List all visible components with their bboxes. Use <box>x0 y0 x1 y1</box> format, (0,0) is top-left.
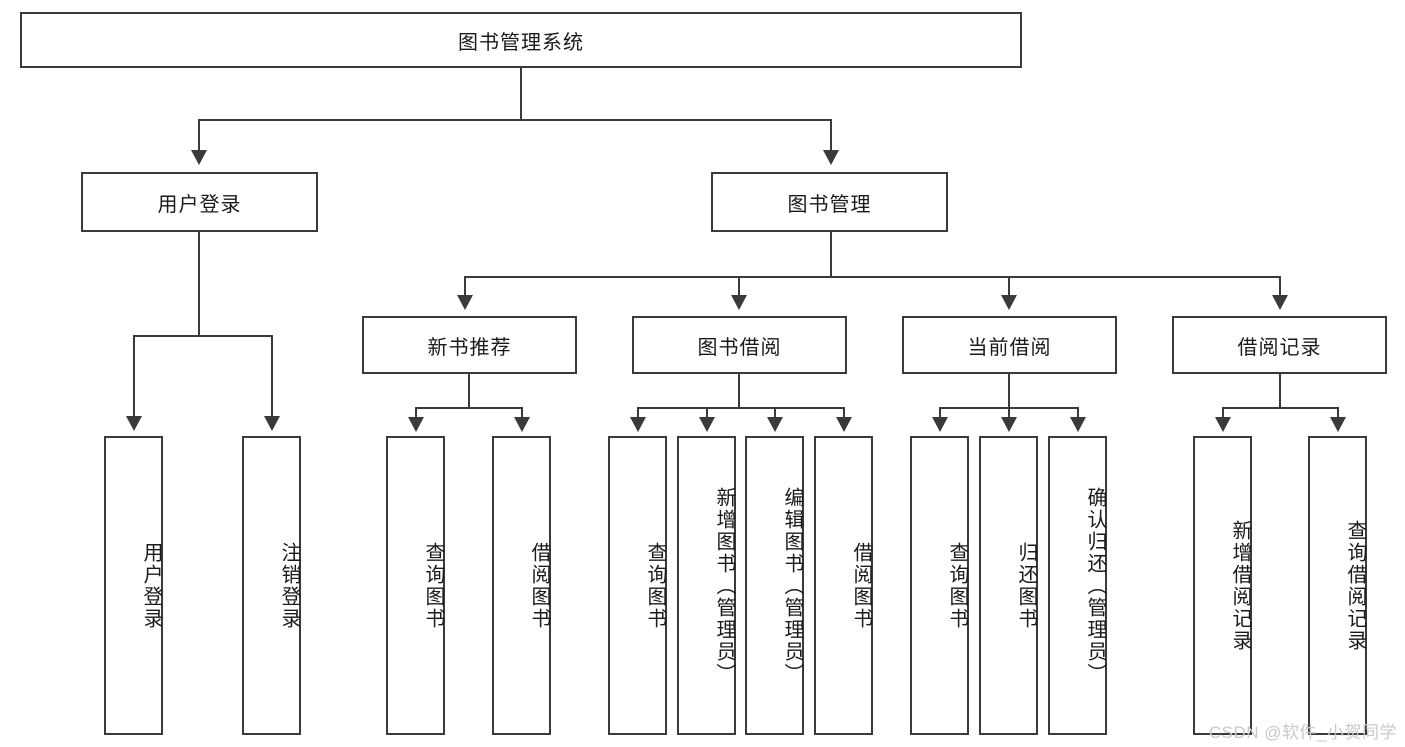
arrowhead-to-record <box>1272 295 1288 310</box>
connector-current-c1 <box>939 407 941 419</box>
arrowhead-to-login <box>191 150 207 165</box>
node-label: 查询图书 <box>644 541 666 630</box>
arrowhead-record-c2 <box>1330 417 1346 432</box>
arrowhead-to-bookmgmt <box>823 150 839 165</box>
node-leaf-user-login: 用户登录 <box>104 436 163 735</box>
connector-login-stem <box>198 232 200 336</box>
csdn-watermark: CSDN @软件_小贺同学 <box>1208 723 1397 742</box>
arrowhead-record-c1 <box>1215 417 1231 432</box>
node-book-management: 图书管理 <box>711 172 948 232</box>
node-label: 新书推荐 <box>427 336 512 359</box>
node-label: 图书借阅 <box>697 336 782 359</box>
connector-current-c3 <box>1077 407 1079 419</box>
connector-record-c2 <box>1337 407 1339 419</box>
connector-level3-bus <box>464 276 1281 278</box>
node-leaf-query-book-current: 查询图书 <box>910 436 969 735</box>
node-label: 查询借阅记录 <box>1344 519 1366 652</box>
connector-newbook-c2 <box>521 407 523 419</box>
arrowhead-current-c1 <box>932 417 948 432</box>
connector-borrow-c4 <box>843 407 845 419</box>
connector-to-record <box>1279 276 1281 297</box>
arrowhead-borrow-c1 <box>630 417 646 432</box>
node-borrow-record: 借阅记录 <box>1172 316 1387 374</box>
node-leaf-edit-book-admin: 编辑图书（管理员） <box>745 436 804 735</box>
connector-to-newbook <box>464 276 466 297</box>
connector-current-c2 <box>1008 407 1010 419</box>
node-leaf-return-book: 归还图书 <box>979 436 1038 735</box>
node-root-system: 图书管理系统 <box>20 12 1022 68</box>
node-leaf-confirm-return-admin: 确认归还（管理员） <box>1048 436 1107 735</box>
node-book-borrow: 图书借阅 <box>632 316 847 374</box>
node-label: 查询图书 <box>422 541 444 630</box>
node-leaf-query-borrow-record: 查询借阅记录 <box>1308 436 1367 735</box>
node-new-book-recommend: 新书推荐 <box>362 316 577 374</box>
node-label: 归还图书 <box>1015 541 1037 630</box>
node-label: 借阅记录 <box>1237 336 1322 359</box>
connector-borrow-c2 <box>706 407 708 419</box>
connector-to-bookmgmt <box>830 119 832 152</box>
node-leaf-logout: 注销登录 <box>242 436 301 735</box>
connector-newbook-stem <box>468 374 470 408</box>
connector-record-stem <box>1279 374 1281 408</box>
connector-level2-bus <box>198 119 832 121</box>
connector-borrow-bus <box>637 407 845 409</box>
connector-login-bus <box>133 335 273 337</box>
node-leaf-query-book-borrow: 查询图书 <box>608 436 667 735</box>
node-user-login: 用户登录 <box>81 172 318 232</box>
node-label: 查询图书 <box>946 541 968 630</box>
arrowhead-to-borrow <box>731 295 747 310</box>
arrowhead-current-c3 <box>1070 417 1086 432</box>
connector-current-stem <box>1008 374 1010 408</box>
node-label: 当前借阅 <box>967 336 1052 359</box>
connector-record-c1 <box>1222 407 1224 419</box>
connector-borrow-c1 <box>637 407 639 419</box>
arrowhead-to-newbook <box>457 295 473 310</box>
node-label: 用户登录 <box>157 193 242 216</box>
node-leaf-borrow-book-newbook: 借阅图书 <box>492 436 551 735</box>
arrowhead-current-c2 <box>1001 417 1017 432</box>
node-leaf-add-book-admin: 新增图书（管理员） <box>677 436 736 735</box>
connector-login-child1 <box>133 335 135 418</box>
connector-borrow-stem <box>738 374 740 408</box>
connector-login-child2 <box>271 335 273 418</box>
arrowhead-login-child1 <box>126 416 142 431</box>
connector-record-bus <box>1222 407 1339 409</box>
connector-newbook-bus <box>415 407 523 409</box>
connector-borrow-c3 <box>774 407 776 419</box>
connector-to-current <box>1008 276 1010 297</box>
node-label: 注销登录 <box>278 541 300 630</box>
connector-newbook-c1 <box>415 407 417 419</box>
node-leaf-add-borrow-record: 新增借阅记录 <box>1193 436 1252 735</box>
node-label: 新增图书（管理员） <box>713 486 735 685</box>
arrowhead-borrow-c4 <box>836 417 852 432</box>
arrowhead-borrow-c2 <box>699 417 715 432</box>
arrowhead-newbook-c1 <box>408 417 424 432</box>
node-label: 图书管理系统 <box>458 31 584 54</box>
arrowhead-login-child2 <box>264 416 280 431</box>
node-label: 确认归还（管理员） <box>1084 486 1106 685</box>
node-label: 图书管理 <box>787 193 872 216</box>
node-label: 新增借阅记录 <box>1229 519 1251 652</box>
node-current-borrow: 当前借阅 <box>902 316 1117 374</box>
arrowhead-to-current <box>1001 295 1017 310</box>
connector-to-borrow <box>738 276 740 297</box>
connector-bookmgmt-stem <box>830 232 832 277</box>
node-label: 用户登录 <box>140 541 162 630</box>
connector-root-stem <box>520 68 522 120</box>
node-label: 借阅图书 <box>850 541 872 630</box>
node-label: 借阅图书 <box>528 541 550 630</box>
node-leaf-borrow-book: 借阅图书 <box>814 436 873 735</box>
node-label: 编辑图书（管理员） <box>781 486 803 685</box>
arrowhead-newbook-c2 <box>514 417 530 432</box>
arrowhead-borrow-c3 <box>767 417 783 432</box>
connector-to-login <box>198 119 200 152</box>
node-leaf-query-book-newbook: 查询图书 <box>386 436 445 735</box>
